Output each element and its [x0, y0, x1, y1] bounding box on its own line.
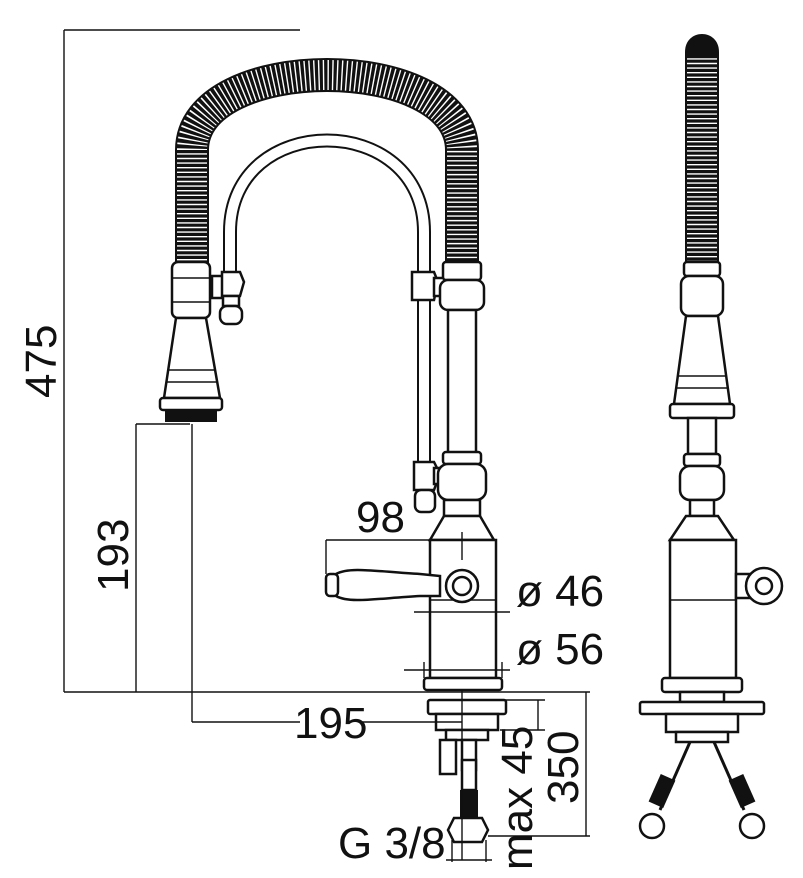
dim-total-height: 475 — [17, 325, 66, 398]
dim-base-diameter: ø 56 — [516, 625, 604, 674]
spray-head — [158, 260, 246, 422]
side-spring-hose — [685, 34, 719, 262]
lever-handle — [324, 568, 480, 604]
faucet-column — [422, 260, 504, 692]
dimension-lines — [63, 29, 590, 862]
dim-hose-length: 350 — [539, 731, 588, 804]
inner-tube — [223, 133, 431, 480]
side-view — [638, 34, 784, 840]
dim-handle-diameter: ø 46 — [516, 567, 604, 616]
dim-connection: G 3/8 — [338, 819, 446, 868]
dim-handle-length: 98 — [356, 493, 405, 542]
dim-spout-height: 193 — [89, 519, 138, 592]
mounting-hardware — [426, 698, 508, 844]
front-view: 475 193 98 ø 46 ø 56 195 max 45 350 G 3/… — [17, 29, 604, 870]
spring-hose — [175, 58, 479, 265]
dim-deck-thickness: max 45 — [493, 726, 542, 870]
dim-reach: 195 — [294, 699, 367, 748]
